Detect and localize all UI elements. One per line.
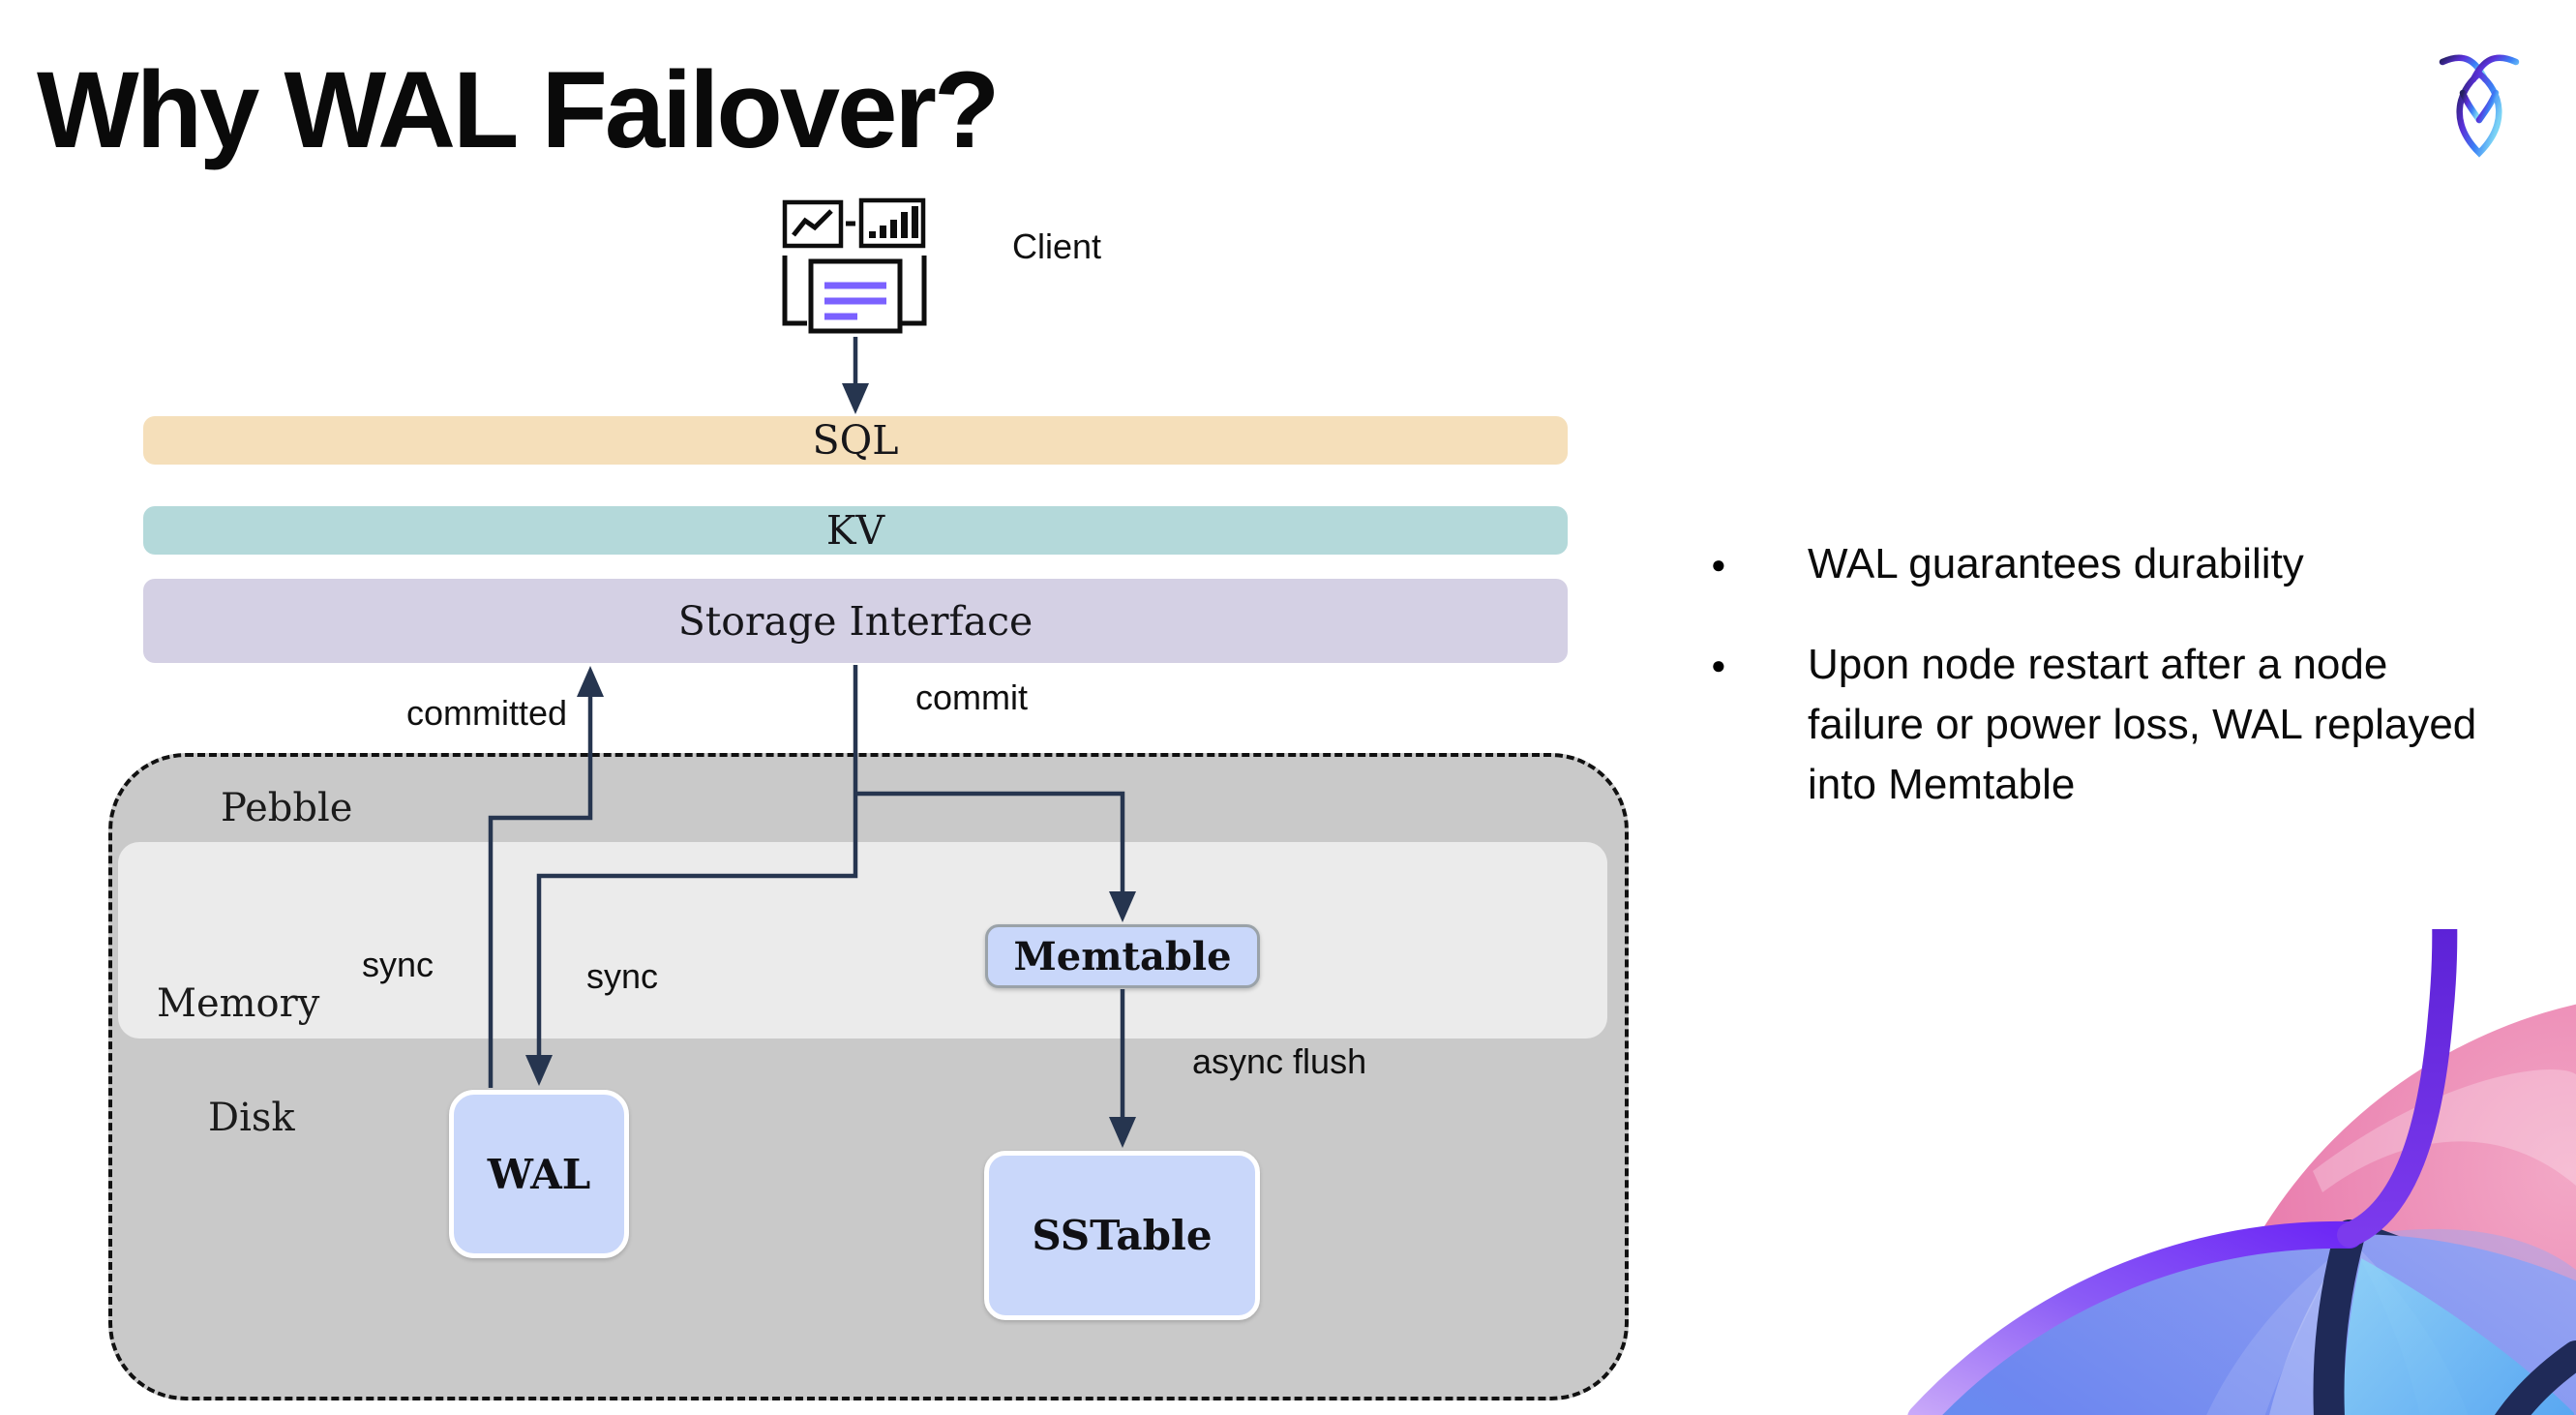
layer-bar-sql: SQL xyxy=(143,416,1568,465)
async-flush-edge-label: async flush xyxy=(1192,1041,1367,1081)
wal-node: WAL xyxy=(449,1090,629,1258)
bullet-list: ● WAL guarantees durability ● Upon node … xyxy=(1711,534,2485,856)
memtable-node: Memtable xyxy=(985,924,1260,988)
wal-node-label: WAL xyxy=(487,1150,591,1198)
memory-band xyxy=(118,842,1607,1039)
layer-bar-sql-label: SQL xyxy=(812,417,899,464)
commit-edge-label: commit xyxy=(915,677,1028,717)
layer-bar-storage-interface: Storage Interface xyxy=(143,579,1568,663)
cockroach-logo-icon xyxy=(2439,54,2520,158)
memory-label: Memory xyxy=(157,981,320,1026)
disk-label: Disk xyxy=(208,1096,295,1140)
sstable-node-label: SSTable xyxy=(1032,1212,1213,1259)
brand-decoration xyxy=(1907,929,2576,1415)
committed-arrowhead xyxy=(577,666,604,697)
memtable-node-label: Memtable xyxy=(1013,933,1232,979)
layer-bar-kv: KV xyxy=(143,506,1568,555)
layer-bar-kv-label: KV xyxy=(825,507,885,554)
bullet-item: ● Upon node restart after a node failure… xyxy=(1711,635,2485,815)
client-label: Client xyxy=(1012,226,1102,266)
pebble-label: Pebble xyxy=(221,786,353,830)
sstable-node: SSTable xyxy=(984,1151,1260,1320)
sync-commit-edge-label: sync xyxy=(586,956,659,996)
committed-edge-label: committed xyxy=(406,693,568,733)
client-app-icon xyxy=(782,197,927,334)
bullet-dot: ● xyxy=(1711,650,1726,679)
bullet-item: ● WAL guarantees durability xyxy=(1711,534,2485,594)
page-title: Why WAL Failover? xyxy=(37,49,1000,170)
bullet-text: WAL guarantees durability xyxy=(1808,540,2304,587)
client-to-sql-arrowhead xyxy=(842,383,869,414)
bullet-text: Upon node restart after a node failure o… xyxy=(1808,641,2477,808)
bullet-dot: ● xyxy=(1711,550,1726,579)
sync-wal-edge-label: sync xyxy=(362,945,434,984)
layer-bar-storage-label: Storage Interface xyxy=(677,597,1033,645)
